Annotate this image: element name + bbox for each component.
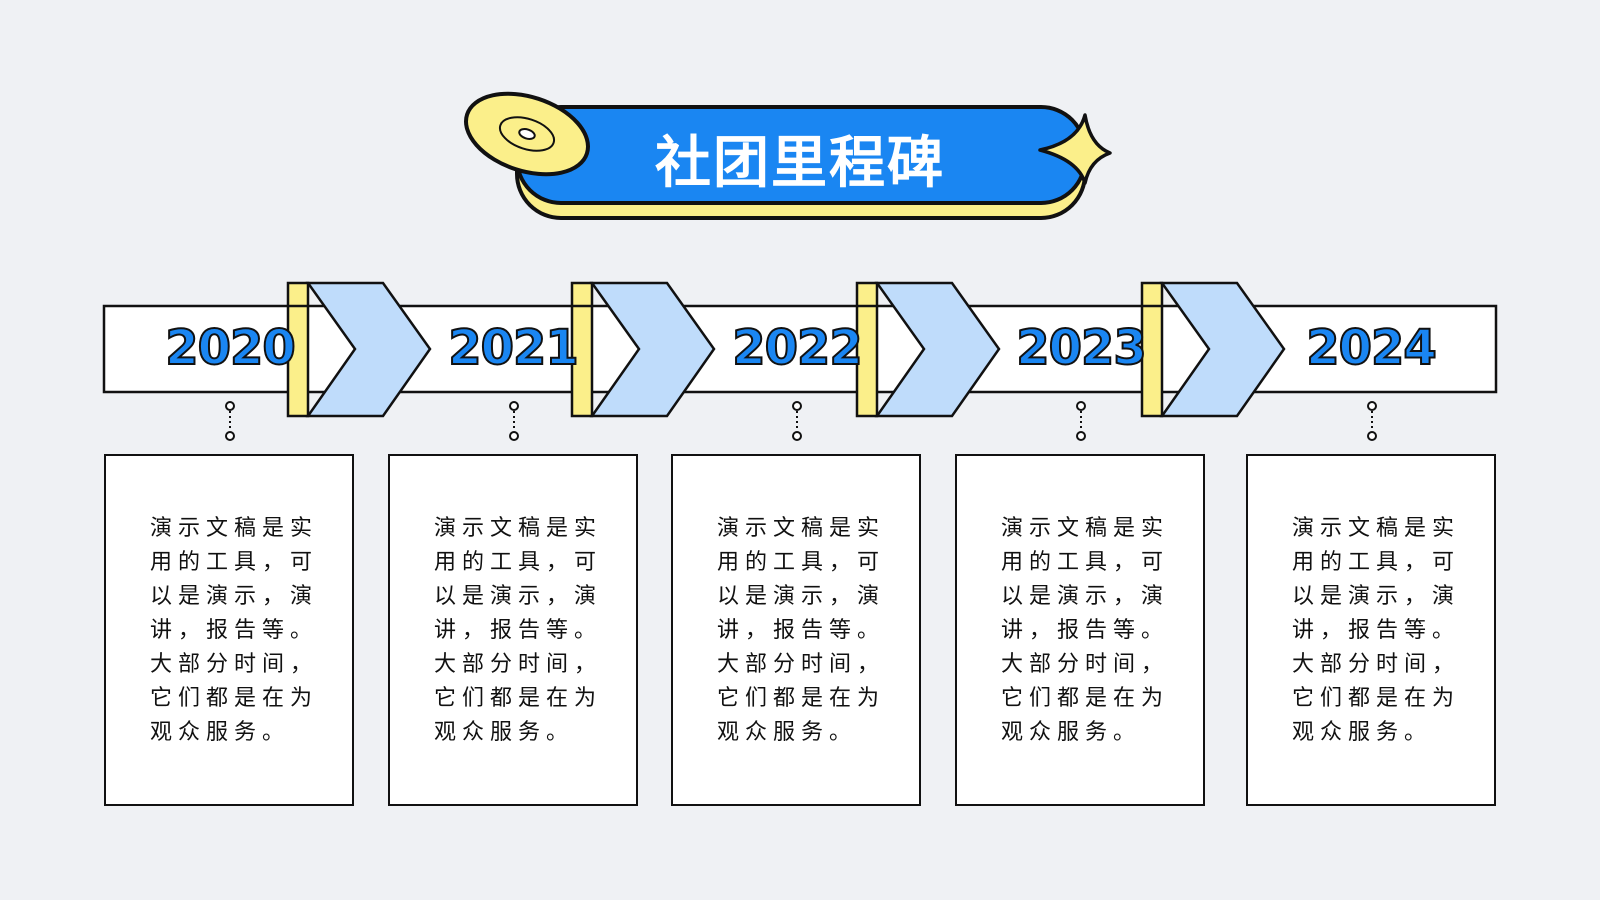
connector-dots: [225, 401, 235, 441]
connector-dots: [1367, 401, 1377, 441]
chevron-arrow-icon: [874, 281, 1001, 418]
milestone-card-2022: 演示文稿是实用的工具，可以是演示，演讲，报告等。大部分时间，它们都是在为观众服务…: [671, 454, 921, 806]
year-label-2022: 2022: [731, 319, 864, 377]
year-label-2023: 2023: [1015, 319, 1148, 377]
milestone-description: 演示文稿是实用的工具，可以是演示，演讲，报告等。大部分时间，它们都是在为观众服务…: [1001, 516, 1170, 745]
milestone-card-2023: 演示文稿是实用的工具，可以是演示，演讲，报告等。大部分时间，它们都是在为观众服务…: [955, 454, 1205, 806]
milestone-description: 演示文稿是实用的工具，可以是演示，演讲，报告等。大部分时间，它们都是在为观众服务…: [434, 516, 603, 745]
milestone-card-2021: 演示文稿是实用的工具，可以是演示，演讲，报告等。大部分时间，它们都是在为观众服务…: [388, 454, 638, 806]
milestone-card-2024: 演示文稿是实用的工具，可以是演示，演讲，报告等。大部分时间，它们都是在为观众服务…: [1246, 454, 1496, 806]
connector-dots: [1076, 401, 1086, 441]
milestone-description: 演示文稿是实用的工具，可以是演示，演讲，报告等。大部分时间，它们都是在为观众服务…: [717, 516, 886, 745]
year-label-2024: 2024: [1305, 319, 1438, 377]
page-title: 社团里程碑: [655, 130, 945, 196]
year-label-2020: 2020: [164, 319, 297, 377]
connector-dots: [509, 401, 519, 441]
milestone-card-2020: 演示文稿是实用的工具，可以是演示，演讲，报告等。大部分时间，它们都是在为观众服务…: [104, 454, 354, 806]
chevron-arrow-icon: [589, 281, 716, 418]
milestone-description: 演示文稿是实用的工具，可以是演示，演讲，报告等。大部分时间，它们都是在为观众服务…: [1292, 516, 1461, 745]
connector-dots: [792, 401, 802, 441]
chevron-arrow-icon: [305, 281, 432, 418]
milestone-description: 演示文稿是实用的工具，可以是演示，演讲，报告等。大部分时间，它们都是在为观众服务…: [150, 516, 319, 745]
chevron-arrow-icon: [1159, 281, 1286, 418]
year-label-2021: 2021: [447, 319, 580, 377]
